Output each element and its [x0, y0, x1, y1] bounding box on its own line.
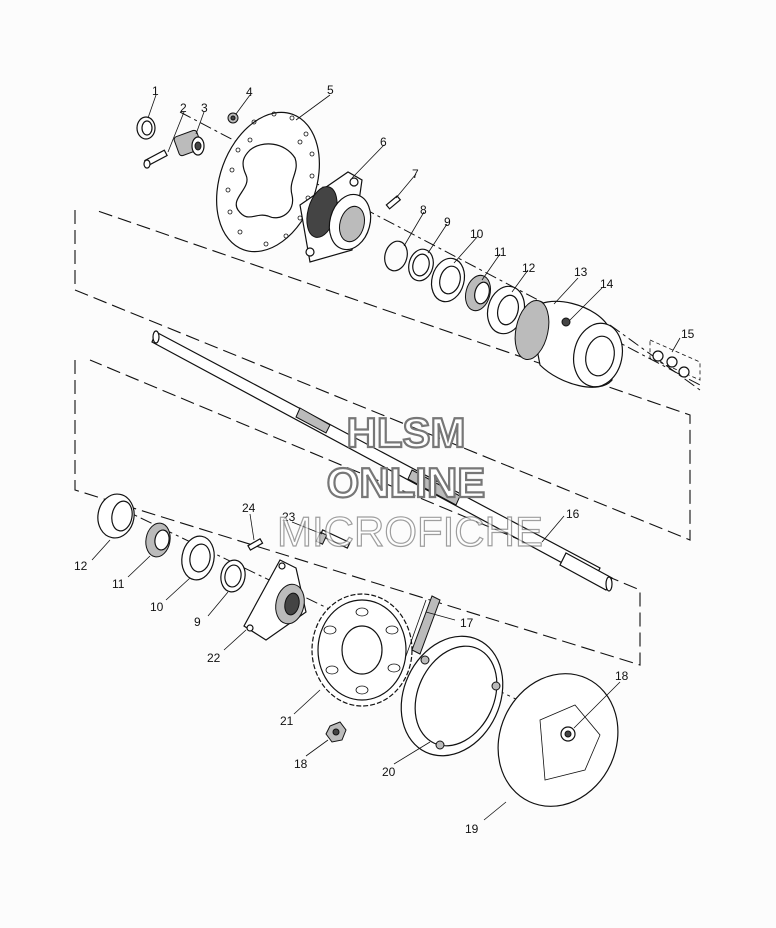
callout-18a: 18 [294, 757, 308, 771]
callout-21: 21 [280, 714, 294, 728]
callout-10b: 10 [150, 600, 164, 614]
callout-12b: 12 [74, 559, 88, 573]
brake-drum-part [400, 635, 504, 757]
watermark-line-1: HLSM [347, 409, 466, 456]
washer-part [408, 248, 434, 282]
callout-9b: 9 [194, 615, 201, 629]
sprocket-part [311, 593, 413, 707]
callout-12: 12 [522, 261, 536, 275]
callout-23: 23 [282, 510, 296, 524]
link-plate-part [649, 339, 701, 381]
upper-assembly-frame [74, 209, 691, 541]
small-nut-part [227, 112, 239, 124]
watermark-line-3: MICROFICHE [277, 508, 543, 555]
small-bolt-part [385, 195, 402, 210]
sprocket-hub-part [243, 559, 307, 641]
callout-16: 16 [566, 507, 580, 521]
callout-10: 10 [470, 227, 484, 241]
callout-18b: 18 [615, 669, 629, 683]
lower-bearing-race-part [181, 535, 215, 581]
bearing-race-part [430, 257, 466, 303]
carrier-housing-part [514, 299, 624, 388]
snap-ring-part [136, 116, 156, 140]
callout-4: 4 [246, 85, 253, 99]
callout-11b: 11 [112, 577, 125, 591]
callout-13: 13 [574, 265, 588, 279]
callout-14: 14 [600, 277, 614, 291]
sprocket-bolt-part [315, 529, 351, 549]
roller-bearing-part [465, 274, 491, 312]
callout-1: 1 [152, 84, 159, 98]
lower-roller-bearing-part [145, 522, 171, 558]
callout-5: 5 [327, 83, 334, 97]
watermark: HLSM ONLINE MICROFICHE [276, 408, 543, 556]
callout-9: 9 [444, 215, 451, 229]
axle-part [151, 330, 613, 592]
castle-nut-part [173, 129, 205, 157]
callout-6: 6 [380, 135, 387, 149]
lower-nut-part [325, 721, 347, 743]
callout-labels: 1 2 3 4 5 6 7 8 9 10 11 12 13 14 15 16 1… [74, 83, 695, 836]
callout-11: 11 [494, 245, 507, 259]
callout-20: 20 [382, 765, 396, 779]
hub-part [299, 171, 372, 263]
callout-15: 15 [681, 327, 695, 341]
lower-assembly-frame [74, 359, 641, 666]
callout-3: 3 [201, 101, 208, 115]
callout-22: 22 [207, 651, 221, 665]
brake-disc-part [216, 111, 320, 253]
watermark-line-2: ONLINE [327, 459, 486, 506]
callout-2: 2 [180, 101, 187, 115]
bolt-part [143, 149, 168, 169]
callout-8: 8 [420, 203, 427, 217]
lower-small-bolt-part [247, 537, 264, 551]
lower-washer-part [220, 559, 246, 593]
leader-lines [91, 94, 681, 821]
lower-bearing-cup-part [97, 493, 135, 539]
callout-19: 19 [465, 822, 479, 836]
callout-7: 7 [412, 167, 419, 181]
callout-17: 17 [460, 616, 474, 630]
cover-plate-part [497, 673, 619, 807]
ring-part [384, 240, 408, 272]
callout-24: 24 [242, 501, 256, 515]
chain-guard-part [405, 595, 441, 657]
